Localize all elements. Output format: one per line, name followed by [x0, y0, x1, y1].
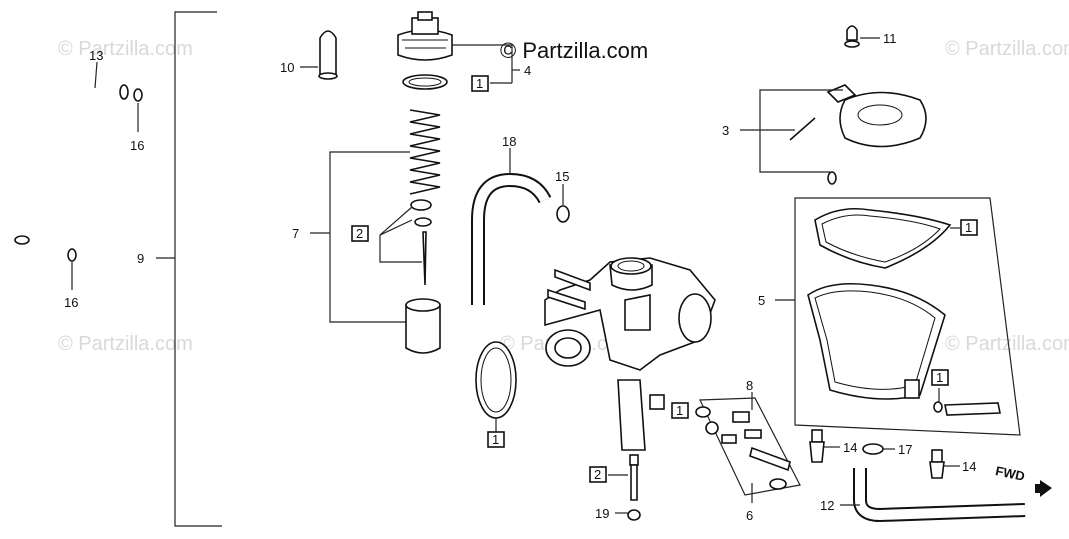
needle-parts — [410, 199, 432, 286]
clip-16-bottom — [67, 248, 77, 262]
hose-13 — [7, 76, 129, 245]
callout-13: 13 — [89, 48, 103, 63]
callout-11: 11 — [883, 31, 897, 46]
callout-12: 12 — [820, 498, 834, 513]
callout-14: 14 — [962, 459, 976, 474]
callout-7: 7 — [292, 226, 299, 241]
callout-19: 19 — [595, 506, 609, 521]
watermark: © Partzilla.com — [58, 333, 193, 355]
boxed-ref-2: 2 — [356, 226, 363, 241]
spring — [409, 109, 441, 195]
drain-hose-12 — [853, 468, 1026, 523]
boxed-ref-1: 1 — [676, 403, 683, 418]
boxed-ref-2: 2 — [594, 467, 601, 482]
cap-gasket — [402, 74, 448, 90]
watermark: © Partzilla.com — [945, 38, 1069, 60]
throttle-slide — [405, 298, 441, 354]
oring-17 — [862, 443, 884, 455]
clip-16-top — [133, 88, 143, 102]
pilot-screw — [627, 454, 641, 521]
bracket-9 — [156, 11, 222, 527]
callout-16: 16 — [64, 295, 78, 310]
float-gasket — [814, 207, 952, 269]
callout-17: 17 — [898, 442, 912, 457]
callout-10: 10 — [280, 60, 294, 75]
callout-14: 14 — [843, 440, 857, 455]
jet-kit-8 — [695, 397, 801, 496]
callout-9: 9 — [137, 251, 144, 266]
boxed-ref-1: 1 — [965, 220, 972, 235]
boxed-ref-1: 1 — [936, 370, 943, 385]
boxed-ref-1: 1 — [476, 76, 483, 91]
fwd-label: FWD — [994, 463, 1026, 484]
float-bowl — [807, 282, 1001, 416]
drain-screw-14-left — [809, 429, 825, 463]
hose-18 — [471, 172, 552, 305]
float-chamber-box — [794, 197, 1021, 436]
fwd-arrow: FWD — [994, 463, 1052, 497]
drain-screw-14-right — [929, 449, 945, 479]
watermark: © Partzilla.com — [58, 38, 193, 60]
screw-11 — [844, 25, 860, 48]
brand-text: © Partzilla.com — [500, 38, 648, 63]
callout-18: 18 — [502, 134, 516, 149]
boot-10 — [318, 30, 338, 80]
boxed-refs: 1 2 1 1 2 1 1 — [351, 75, 978, 483]
callouts: 13 16 16 9 10 4 7 18 15 11 3 5 8 6 14 17… — [64, 31, 976, 523]
callout-6: 6 — [746, 508, 753, 523]
callout-4: 4 — [524, 63, 531, 78]
callout-15: 15 — [555, 169, 569, 184]
carburetor-body — [544, 257, 716, 451]
clip-15 — [556, 205, 570, 223]
callout-16: 16 — [130, 138, 144, 153]
top-cap-4 — [397, 11, 453, 61]
callout-3: 3 — [722, 123, 729, 138]
oring-large — [475, 341, 517, 419]
callout-5: 5 — [758, 293, 765, 308]
boxed-ref-1: 1 — [492, 432, 499, 447]
watermark: © Partzilla.com — [945, 333, 1069, 355]
air-screen-3 — [789, 84, 927, 148]
callout-8: 8 — [746, 378, 753, 393]
